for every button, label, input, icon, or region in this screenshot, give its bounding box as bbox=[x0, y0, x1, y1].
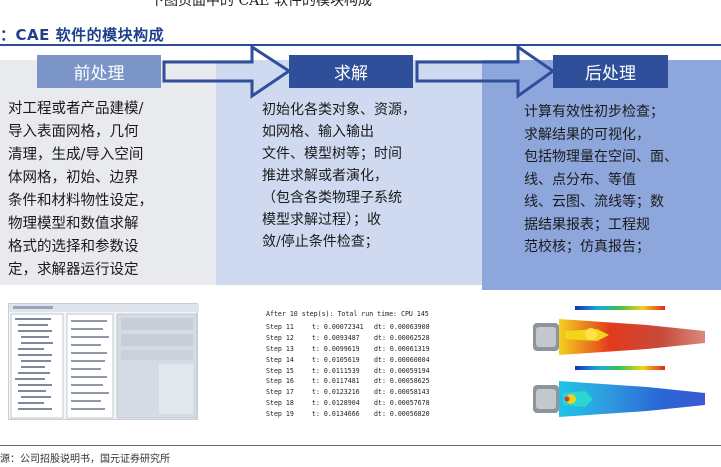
log-step: Step 11 bbox=[266, 322, 294, 331]
arrow-right-icon bbox=[415, 44, 556, 99]
text-line: （包含各类物理子系统 bbox=[262, 190, 402, 206]
log-step: Step 19 bbox=[266, 410, 294, 419]
text-line: 初始化各类对象、资源， bbox=[262, 102, 416, 118]
text-line: 清理，生成/导入空间 bbox=[8, 147, 144, 163]
log-step: Step 13 bbox=[266, 344, 294, 353]
text-line: 敛/停止条件检查； bbox=[262, 234, 379, 250]
solver-log-row: Step 17 t: 0.0123216 dt: 0.00058143 bbox=[266, 387, 442, 398]
text-line: 对工程或者产品建模/ bbox=[8, 101, 144, 117]
text-line: 范校核；仿真报告； bbox=[524, 239, 650, 255]
log-time: t: 0.0117481 bbox=[312, 377, 360, 386]
log-step: Step 16 bbox=[266, 377, 294, 386]
log-dt: dt: 0.00059194 bbox=[374, 366, 430, 375]
log-step: Step 17 bbox=[266, 388, 294, 397]
text-line: 线、点分布、等值 bbox=[524, 171, 636, 188]
log-dt: dt: 0.00062528 bbox=[374, 333, 430, 342]
log-step: Step 15 bbox=[266, 366, 294, 375]
text-line: 体网格，初始、边界 bbox=[8, 170, 139, 186]
source-note: 源：公司招股说明书，国元证券研究所 bbox=[0, 454, 170, 465]
cae-interface-image bbox=[9, 304, 199, 419]
text-line: 定，求解器运行设定 bbox=[8, 262, 139, 278]
text-line: 计算有效性初步检查； bbox=[524, 104, 664, 120]
text-line: 文件、模型树等；时间 bbox=[262, 146, 402, 162]
post-processing-header: 后处理 bbox=[553, 55, 668, 88]
log-step: Step 14 bbox=[266, 355, 294, 364]
solver-log-row: Step 15 t: 0.0111539 dt: 0.00059194 bbox=[266, 366, 442, 377]
log-time: t: 0.00072341 bbox=[312, 322, 364, 331]
solver-log-row: Step 19 t: 0.0134666 dt: 0.00056820 bbox=[266, 409, 442, 420]
text-line: 推进求解或者演化， bbox=[262, 168, 388, 184]
text-line: 导入表面网格，几何 bbox=[8, 124, 139, 140]
header-fragment: 下图页面中的 CAE 软件的模块构成 bbox=[150, 0, 372, 9]
text-line: 模型求解过程）；收 bbox=[262, 212, 381, 228]
log-dt: dt: 0.00058625 bbox=[374, 377, 430, 386]
log-step: Step 18 bbox=[266, 399, 294, 408]
log-dt: dt: 0.00061319 bbox=[374, 344, 430, 353]
log-step: Step 12 bbox=[266, 333, 294, 342]
figure-title: ：CAE 软件的模块构成 bbox=[0, 26, 165, 44]
arrow-right-icon bbox=[162, 44, 292, 99]
title-rule bbox=[0, 44, 721, 46]
solver-log-row: Step 12 t: 0.0093487 dt: 0.00062528 bbox=[266, 333, 442, 344]
log-dt: dt: 0.00063908 bbox=[374, 322, 430, 331]
text-line: 如网格、输入输出 bbox=[262, 124, 374, 140]
solver-log-row: Step 14 t: 0.0105619 dt: 0.00060004 bbox=[266, 355, 442, 366]
text-line: 据结果报表；工程规 bbox=[524, 216, 650, 233]
simulation-result-images bbox=[527, 303, 712, 427]
post-processing-description: 计算有效性初步检查； 求解结果的可视化， 包括物理量在空间、面、 线、点分布、等… bbox=[524, 101, 678, 259]
text-line: 格式的选择和参数设 bbox=[8, 239, 139, 255]
bottom-rule bbox=[0, 445, 721, 446]
solver-log-row: Step 18 t: 0.0128904 dt: 0.00057678 bbox=[266, 398, 442, 409]
pre-processing-header: 前处理 bbox=[37, 55, 161, 88]
pre-processing-description: 对工程或者产品建模/ 导入表面网格，几何 清理，生成/导入空间 体网格，初始、边… bbox=[8, 98, 153, 282]
solver-panel: 初始化各类对象、资源， 如网格、输入输出 文件、模型树等；时间 推进求解或者演化… bbox=[216, 60, 482, 285]
cae-software-screenshot bbox=[8, 303, 199, 420]
text-line: 条件和材料物性设定， bbox=[8, 193, 153, 209]
solver-log-header: After 10 step(s): Total run time: CPU 14… bbox=[266, 310, 429, 318]
log-dt: dt: 0.00056820 bbox=[374, 410, 430, 419]
text-line: 线、云图、流线等；数 bbox=[524, 194, 664, 210]
log-time: t: 0.0134666 bbox=[312, 410, 360, 419]
log-dt: dt: 0.00060004 bbox=[374, 355, 430, 364]
solver-description: 初始化各类对象、资源， 如网格、输入输出 文件、模型树等；时间 推进求解或者演化… bbox=[262, 99, 416, 253]
solver-log-row: Step 11 t: 0.00072341 dt: 0.00063908 bbox=[266, 322, 442, 333]
log-dt: dt: 0.00058143 bbox=[374, 388, 430, 397]
log-time: t: 0.0105619 bbox=[312, 355, 360, 364]
log-time: t: 0.0099619 bbox=[312, 344, 360, 353]
pre-processing-panel: 对工程或者产品建模/ 导入表面网格，几何 清理，生成/导入空间 体网格，初始、边… bbox=[0, 60, 216, 285]
log-time: t: 0.0128904 bbox=[312, 399, 360, 408]
text-line: 物理模型和数值求解 bbox=[8, 216, 139, 232]
solver-log-row: Step 16 t: 0.0117481 dt: 0.00058625 bbox=[266, 376, 442, 387]
post-processing-panel: 计算有效性初步检查； 求解结果的可视化， 包括物理量在空间、面、 线、点分布、等… bbox=[482, 60, 721, 290]
log-time: t: 0.0111539 bbox=[312, 366, 360, 375]
solver-header: 求解 bbox=[289, 55, 413, 88]
text-line: 包括物理量在空间、面、 bbox=[524, 149, 678, 165]
text-line: 求解结果的可视化， bbox=[524, 126, 650, 143]
log-dt: dt: 0.00057678 bbox=[374, 399, 430, 408]
solver-log: After 10 step(s): Total run time: CPU 14… bbox=[266, 309, 442, 420]
log-time: t: 0.0093487 bbox=[312, 333, 360, 342]
log-time: t: 0.0123216 bbox=[312, 388, 360, 397]
solver-log-row: Step 13 t: 0.0099619 dt: 0.00061319 bbox=[266, 344, 442, 355]
flow-arrows bbox=[162, 44, 556, 99]
